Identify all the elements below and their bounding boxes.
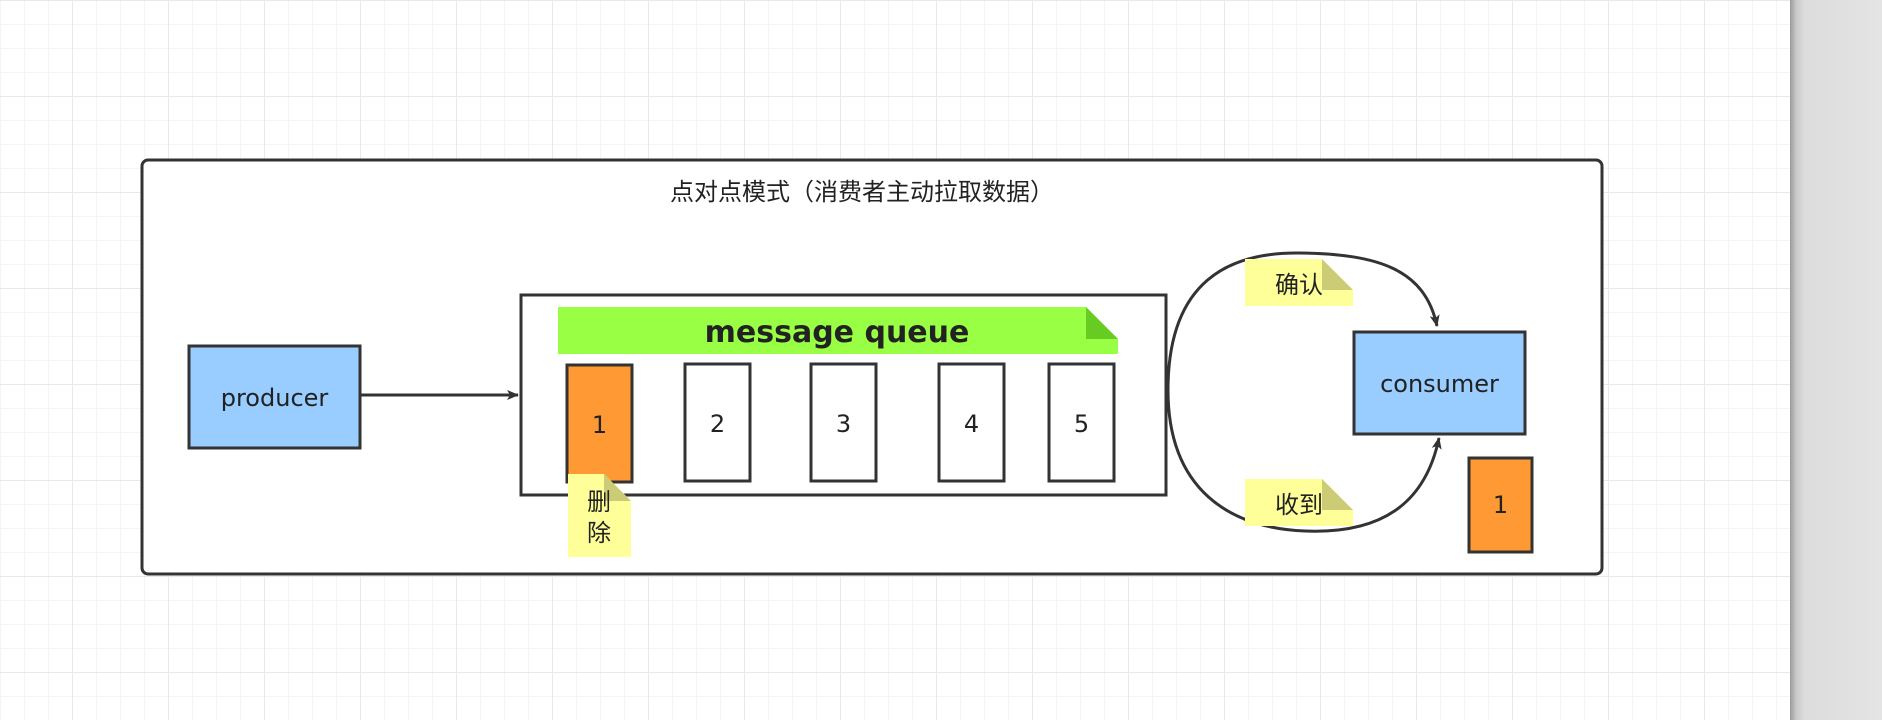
received-arrow [1166,389,1442,533]
message-slot-4 [937,362,1006,483]
note-received-label: 收到 [1275,491,1323,519]
message-slot-2-label: 2 [710,410,725,438]
message-slot-1-label: 1 [592,411,607,439]
consumer-box [1352,330,1527,436]
queue-label: message queue [705,315,970,350]
message-slot-5 [1047,362,1116,483]
message-slot-3-label: 3 [836,410,851,438]
message-slot-4-label: 4 [964,410,979,438]
message-slot-3 [809,362,878,483]
diagram-title: 点对点模式（消费者主动拉取数据） [670,178,1054,206]
consumed-message [1467,456,1534,554]
message-slot-5-label: 5 [1074,410,1089,438]
producer-box [187,344,362,450]
consumed-message-label: 1 [1493,491,1508,519]
message-slot-2 [683,362,752,483]
note-delete-fold [604,474,631,501]
note-delete-line1: 删 [587,488,611,516]
consumer-label: consumer [1380,370,1499,398]
note-delete-line2: 除 [587,519,611,547]
queue-banner-fold [1086,307,1118,339]
note-received-fold [1322,479,1353,510]
confirm-arrow [1166,251,1440,391]
producer-label: producer [221,384,329,412]
note-confirm-fold [1322,259,1353,290]
side-panel [1790,0,1882,720]
note-confirm-label: 确认 [1275,271,1323,299]
queue-banner [558,307,1118,354]
